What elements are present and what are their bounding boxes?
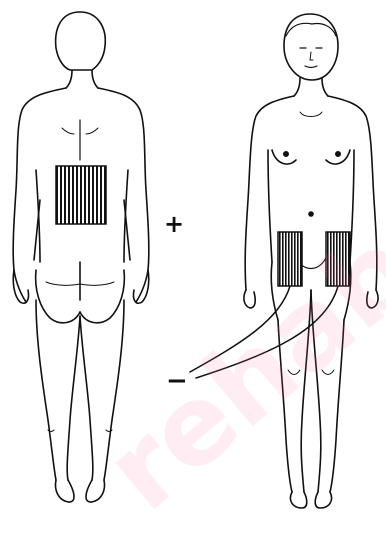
back-view-figure [13,12,149,502]
front-view-figure [244,14,378,508]
negative-terminal-label: − [166,368,188,394]
right-groin-electrode-pad [326,232,350,286]
positive-terminal-label: + [164,212,184,236]
lumbar-electrode-pad [56,166,106,224]
left-groin-electrode-pad [278,232,302,286]
electrode-placement-diagram [0,0,386,512]
back-head [56,12,106,70]
